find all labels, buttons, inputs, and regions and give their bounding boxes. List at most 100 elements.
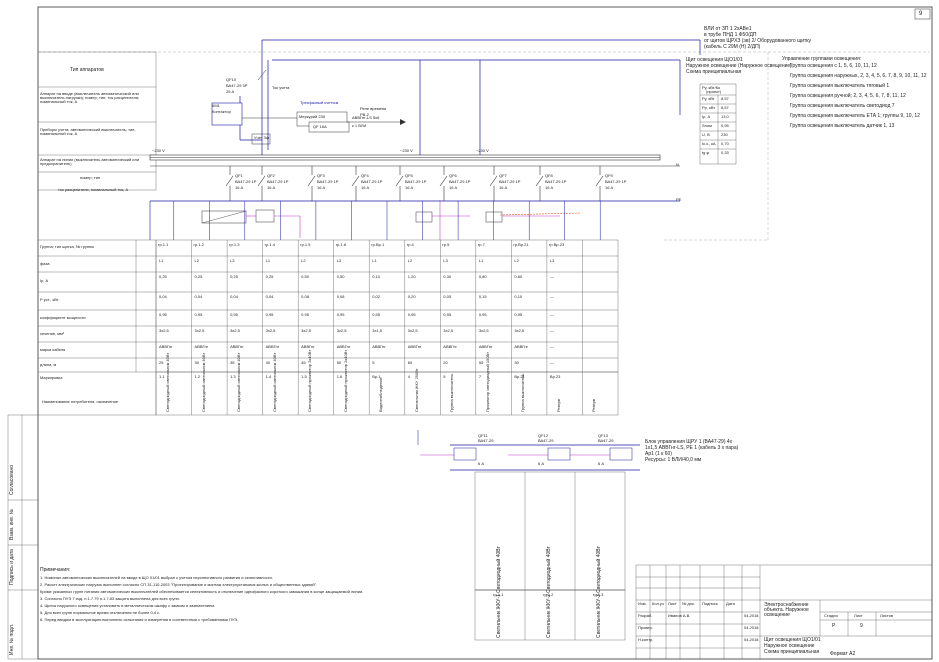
group-receiver: Группа выключатель — [449, 373, 455, 412]
bus-bars — [149, 154, 680, 240]
supply-wiring — [239, 39, 701, 155]
group-brand: АВВГнг — [372, 344, 386, 349]
sub-breaker-id: QF12 — [538, 433, 549, 438]
group-ip: 0,50 — [301, 274, 309, 279]
side-strip-label: Согласовано — [9, 464, 15, 495]
breaker-contact — [595, 175, 604, 187]
label-receiver: Наименование потребителя, назначение — [42, 399, 119, 404]
params-key: Ip, А — [702, 114, 711, 119]
group-receiver: Резерв — [555, 399, 561, 412]
neutral-label: N — [676, 162, 679, 167]
group-name: гр.1.1 — [158, 242, 169, 247]
sub-breaker-type: ВА47-29 — [598, 438, 614, 443]
group-ip: — — [549, 274, 554, 279]
group-mark: 1.3 — [230, 374, 236, 379]
group-phase: L1 — [265, 258, 271, 263]
label-apparatus: Тип аппаратов — [70, 67, 104, 73]
group-mark: 1.1 — [159, 374, 165, 379]
title-block — [635, 564, 933, 660]
stamp-col-header: № док. — [682, 601, 695, 606]
stamp-sheets-header: Листов — [880, 613, 893, 618]
breaker-contact — [351, 175, 360, 187]
breaker-type: ВА47-29 1Р — [405, 179, 427, 184]
group-cos: 0,95 — [336, 312, 345, 317]
group-cos: — — [549, 312, 554, 317]
left-label-table — [37, 51, 157, 416]
group-name: гр.1.3 — [229, 242, 240, 247]
breaker-type: ВА47-29 1Р — [267, 179, 289, 184]
group-sect: 3х2,5 — [194, 328, 205, 333]
stamp-sheet-header: Лист — [854, 613, 863, 618]
params-header: Ру, кВт/Ко — [702, 85, 721, 90]
group-p: 0,04 — [230, 294, 238, 299]
params-key: Рр, кВт — [702, 105, 716, 110]
note-item: 2. Расчет электрических нагрузок выполне… — [40, 582, 318, 587]
panel-title-1: Щит освещения ЩО1/01 — [686, 57, 743, 63]
main-breaker-rating: 25 А — [226, 89, 235, 94]
sub-group-receiver: Светильник ЖКУ-2 Светодиодный 40Вт — [546, 546, 552, 638]
params-key: Ру, кВт — [702, 96, 715, 101]
group-risers — [173, 201, 601, 240]
orange-control-line — [499, 212, 581, 216]
stamp-col-header: Лист — [668, 601, 677, 606]
label-phase: фаза — [40, 261, 50, 266]
stamp-col-header: Кол.уч — [652, 601, 664, 606]
contactor-note: Ток учета — [272, 85, 290, 90]
stamp-sheet: 9 — [860, 623, 863, 629]
group-receiver: Светодиодный светильник 40Вт — [165, 352, 170, 412]
notes-title: Примечания: — [40, 567, 71, 573]
stamp-stage-header: Стадия — [824, 613, 838, 618]
group-p: 0,05 — [443, 294, 452, 299]
group-len: — — [549, 360, 554, 365]
group-control-item: Группа освещения выключатель датчик 1, 1… — [790, 123, 895, 129]
group-receiver: Светильник ЖКУ 250Вт — [413, 368, 419, 412]
sub-breaker-id: QF11 — [478, 433, 488, 438]
meter-box: QF 16А — [313, 124, 327, 129]
group-sect: 3х2,5 — [514, 328, 525, 333]
group-name: гр.5 — [442, 242, 450, 247]
params-key: Sном — [702, 123, 712, 128]
group-cos: 0,95 — [443, 312, 452, 317]
breaker-rating: 16 А — [267, 185, 276, 190]
group-phase: L3 — [336, 258, 342, 263]
sub-breaker-rating: 6 А — [478, 461, 485, 466]
params-value: 0,70 — [721, 141, 729, 146]
group-control-title: Управление группами освещения: — [782, 56, 862, 62]
group-mark: 5 — [443, 374, 446, 379]
label-ptotal: Р уст., кВт — [40, 297, 59, 302]
params-value: 0,33 — [721, 150, 729, 155]
main-breaker-id: QF10 — [226, 77, 237, 82]
label-sections: сечение, мм² — [40, 331, 65, 336]
note-item: 1. Номинал автоматических выключателей н… — [40, 575, 273, 580]
meter-name: Трехфазный счетчик — [300, 100, 339, 105]
params-header2: (проект) — [706, 89, 722, 94]
label-release: ток расцепителя, номинальный ток, А — [58, 187, 129, 192]
main-breaker-symbol — [251, 69, 271, 145]
note-item: 3. Согласно ПУЭ 7 изд. п.1.7.79 п.1.7.83… — [40, 596, 180, 601]
group-p: 0,08 — [336, 294, 345, 299]
phase-label-l2: ~230 V — [400, 148, 413, 153]
group-mark: Вр.23 — [549, 374, 561, 379]
subpanel-table — [474, 471, 626, 641]
breaker-id: QF1 — [235, 173, 243, 178]
breaker-id: QF6 — [449, 173, 457, 178]
side-strip-label: Инв. № подл. — [9, 623, 15, 655]
main-breaker-type: ВА47-29 3Р — [226, 83, 248, 88]
timer-label: Реле времени — [360, 106, 387, 111]
group-cos: 0,95 — [194, 312, 203, 317]
sub-breaker-type: ВА47-29 — [478, 438, 494, 443]
breaker-type: ВА47-29 1Р — [499, 179, 521, 184]
group-name: гр.1.4 — [264, 242, 275, 247]
group-sect: 3х2,5 — [159, 328, 169, 333]
ewire-label: АВВГнг-LS 5х6 — [352, 115, 380, 120]
group-sect: 3х1,5 — [372, 328, 383, 333]
params-value: 0,95 — [721, 123, 729, 128]
subpanel-columns — [524, 472, 576, 640]
note-item: 4. Щиток наружного освещения установить … — [40, 603, 216, 608]
subpanel-wiring — [417, 430, 640, 471]
breaker-contact — [535, 175, 544, 187]
group-len: 30 — [194, 360, 199, 365]
group-phase: L1 — [478, 258, 484, 263]
meter-block — [211, 102, 406, 133]
control-wiring-magenta — [246, 200, 560, 240]
